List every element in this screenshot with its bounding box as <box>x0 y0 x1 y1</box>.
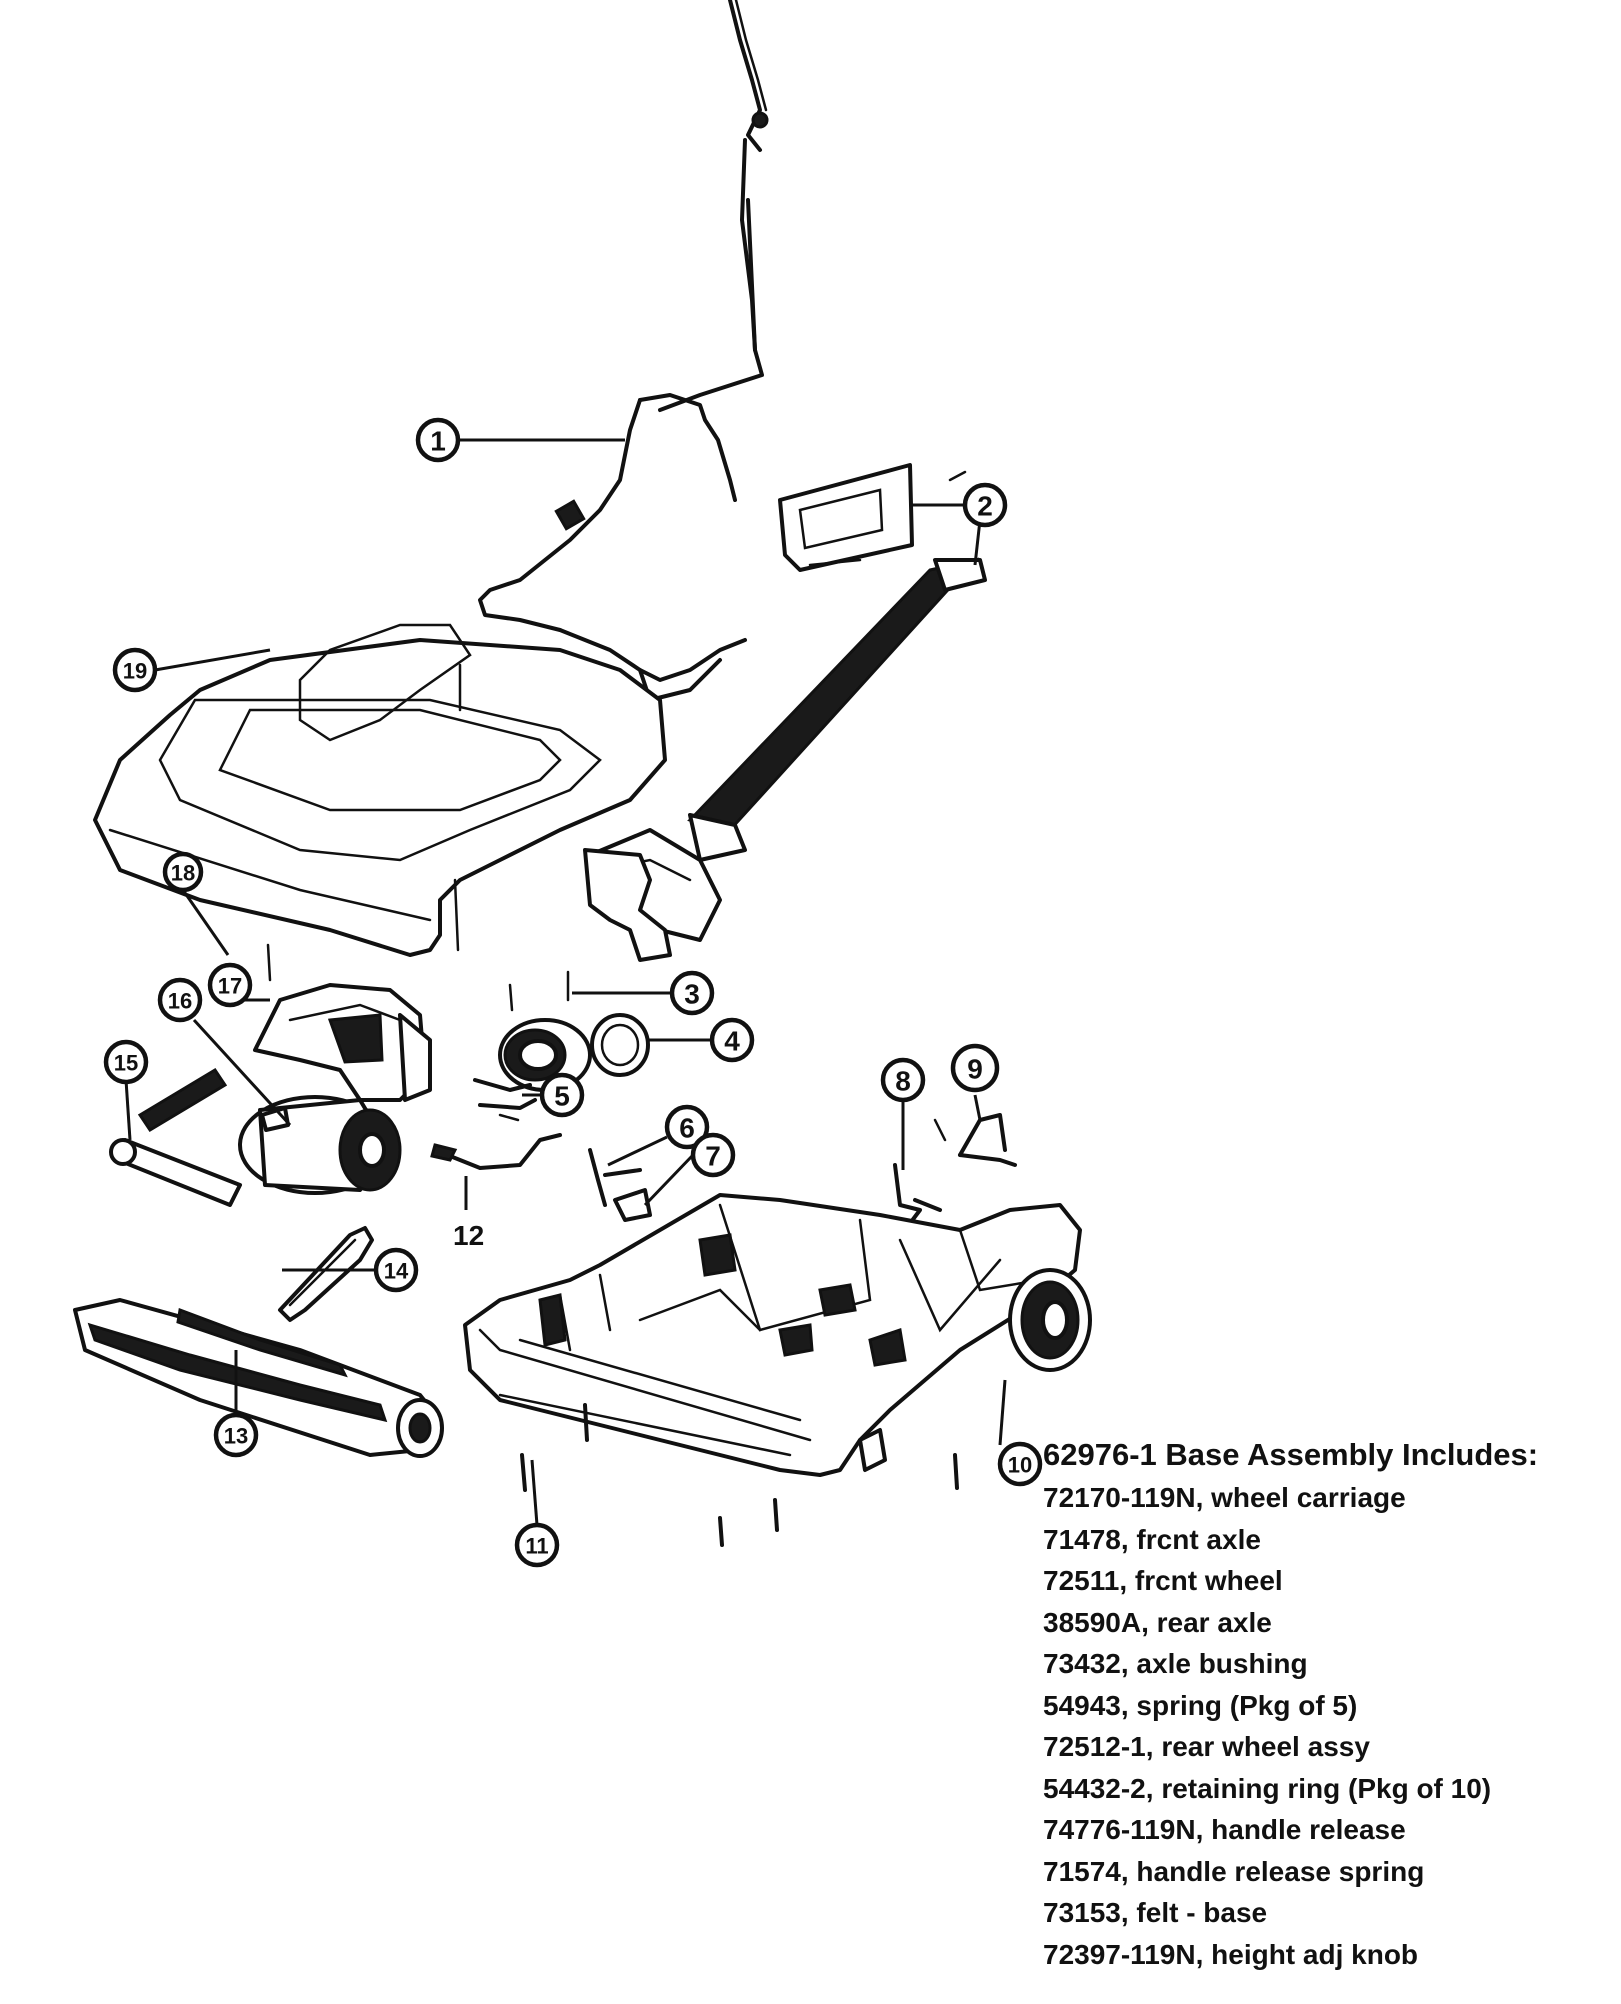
callout-6: 6 <box>664 1104 710 1150</box>
base-assembly <box>463 1193 1092 1477</box>
svg-text:4: 4 <box>724 1026 740 1057</box>
includes-item: 72512-1, rear wheel assy <box>1043 1731 1370 1762</box>
includes-item: 73153, felt - base <box>1043 1897 1268 1928</box>
base-assembly-includes: 62976-1 Base Assembly Includes: 72170-11… <box>1043 1437 1613 1975</box>
end-cap-and-ring <box>498 970 650 1092</box>
svg-text:7: 7 <box>705 1141 721 1172</box>
includes-item: 72397-119N, height adj knob <box>1043 1938 1419 1970</box>
includes-item: 38590A, rear axle <box>1043 1606 1272 1638</box>
svg-text:15: 15 <box>114 1051 138 1076</box>
callout-9: 9 <box>950 1043 1000 1093</box>
svg-text:8: 8 <box>895 1066 911 1097</box>
svg-text:18: 18 <box>171 861 195 886</box>
includes-item: 73432, axle bushing <box>1043 1648 1308 1679</box>
hood-cover <box>93 623 667 957</box>
callout-2: 2 <box>962 482 1008 528</box>
svg-text:17: 17 <box>218 974 242 999</box>
svg-text:13: 13 <box>224 1424 248 1449</box>
callout-3: 3 <box>669 970 715 1016</box>
svg-text:19: 19 <box>123 659 147 684</box>
power-cord-harness <box>478 0 769 702</box>
callout-8: 8 <box>880 1057 926 1103</box>
drive-belt <box>278 1226 374 1322</box>
springs-and-hardware <box>430 1133 652 1222</box>
callout-7: 7 <box>690 1132 736 1178</box>
svg-text:10: 10 <box>1008 1453 1032 1478</box>
spring-and-axle <box>109 1067 242 1207</box>
bracket-part-9 <box>933 1113 1017 1167</box>
callout-14: 14 <box>373 1247 419 1293</box>
svg-text:14: 14 <box>384 1259 409 1284</box>
svg-text:11: 11 <box>525 1534 548 1559</box>
hose-nozzle-bracket <box>583 848 672 962</box>
includes-item: 54432-2, retaining ring (Pkg of 10) <box>1043 1772 1492 1804</box>
includes-item: 74776-119N, handle release <box>1043 1814 1406 1845</box>
svg-text:5: 5 <box>554 1081 570 1112</box>
includes-item: 72170-119N, wheel carriage <box>1043 1482 1406 1513</box>
callout-5: 5 <box>539 1072 585 1118</box>
brush-roll <box>73 1298 444 1458</box>
clip-part-5 <box>473 1078 537 1122</box>
callout-10: 10 <box>997 1441 1043 1487</box>
includes-item: 72511, frcnt wheel <box>1043 1565 1283 1596</box>
callout-11: 11 <box>514 1522 560 1568</box>
svg-text:1: 1 <box>430 426 446 457</box>
includes-title: 62976-1 Base Assembly Includes: <box>1043 1437 1539 1472</box>
svg-text:9: 9 <box>967 1054 983 1085</box>
callout-12: 12 <box>453 1220 484 1251</box>
callout-1: 1 <box>415 417 461 463</box>
svg-text:3: 3 <box>684 979 700 1010</box>
callout-4: 4 <box>709 1017 755 1063</box>
svg-text:2: 2 <box>977 491 993 522</box>
callout-15: 15 <box>103 1039 149 1085</box>
includes-item: 54943, spring (Pkg of 5) <box>1043 1689 1358 1721</box>
svg-text:6: 6 <box>679 1113 695 1144</box>
motor-cover <box>253 943 432 1102</box>
callout-13: 13 <box>213 1412 259 1458</box>
callout-19: 19 <box>112 647 158 693</box>
motor <box>238 1095 402 1195</box>
screws <box>520 1403 959 1547</box>
includes-item: 71478, frcnt axle <box>1043 1523 1261 1555</box>
includes-item: 71574, handle release spring <box>1043 1855 1425 1887</box>
svg-text:16: 16 <box>168 989 192 1014</box>
leader-lines <box>124 438 1007 1526</box>
callout-18: 18 <box>162 851 204 893</box>
svg-text:12: 12 <box>453 1220 484 1251</box>
callout-16: 16 <box>157 977 203 1023</box>
callout-17: 17 <box>207 962 253 1008</box>
